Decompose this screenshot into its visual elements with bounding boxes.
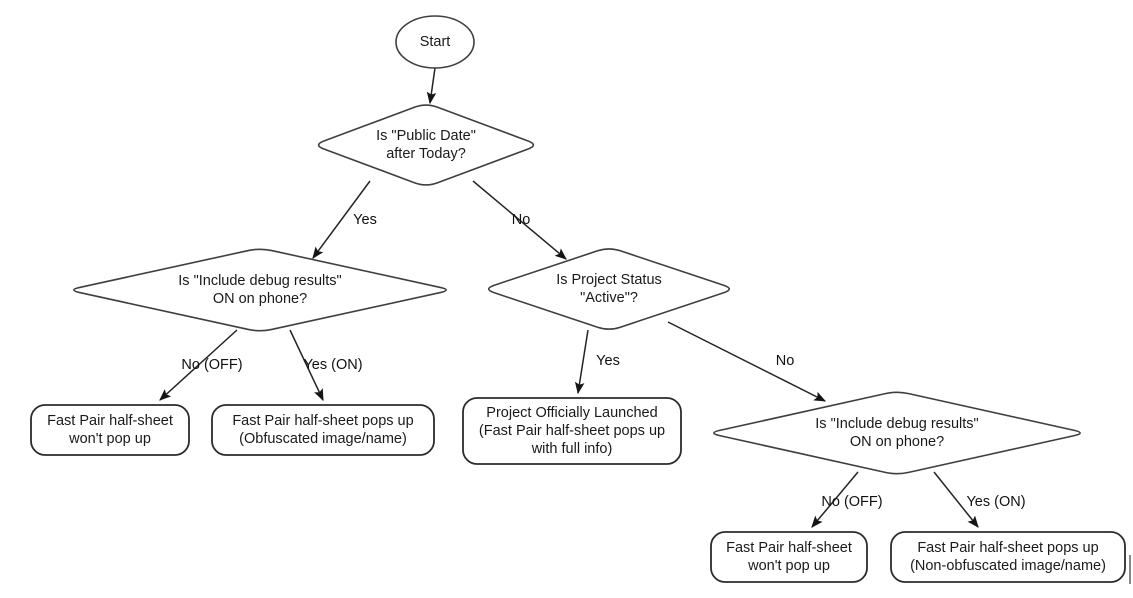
edge-public-date-no: No — [472, 180, 567, 260]
edge-debug-right-yes-on: Yes (ON) — [933, 471, 1026, 528]
edge-debug-left-no-off: No (OFF) — [159, 329, 243, 401]
edge-label: Yes (ON) — [966, 494, 1025, 510]
node-text-line: Project Officially Launched — [486, 405, 657, 421]
node-text-line: won't pop up — [68, 431, 151, 447]
node-text-line: (Obfuscated image/name) — [239, 431, 407, 447]
node-text-line: Is Project Status — [556, 272, 662, 288]
node-officially-launched[interactable]: Project Officially Launched (Fast Pair ha… — [462, 397, 682, 465]
edge-start-to-public-date — [426, 67, 437, 105]
start-ellipse — [395, 15, 475, 69]
decision-diamond — [487, 248, 731, 330]
edge-line — [312, 180, 371, 259]
node-text-line: Is "Include debug results" — [178, 273, 341, 289]
nodes-layer: Start Is "Public Date" after Today? Is "Inc… — [30, 15, 1126, 583]
node-text-line: after Today? — [386, 146, 466, 162]
node-text-line: Fast Pair half-sheet pops up — [917, 540, 1098, 556]
node-no-popup-left[interactable]: Fast Pair half-sheet won't pop up — [30, 404, 190, 456]
node-text-line: Fast Pair half-sheet — [47, 413, 173, 429]
edge-label: Yes (ON) — [303, 357, 362, 373]
terminal-box — [30, 404, 190, 456]
node-text-line: Is "Public Date" — [376, 128, 476, 144]
node-debug-left-decision[interactable]: Is "Include debug results" ON on phone? — [73, 248, 447, 332]
node-text-line: won't pop up — [747, 558, 830, 574]
terminal-box — [462, 397, 682, 465]
node-obfuscated-popup[interactable]: Fast Pair half-sheet pops up (Obfuscated … — [211, 404, 435, 456]
edge-line — [811, 471, 859, 528]
decision-diamond — [713, 391, 1081, 475]
node-text-line: Fast Pair half-sheet — [726, 540, 852, 556]
edge-line — [933, 471, 979, 528]
edge-label: Yes — [596, 353, 620, 369]
node-start[interactable]: Start — [395, 15, 475, 69]
node-no-popup-right[interactable]: Fast Pair half-sheet won't pop up — [710, 531, 868, 583]
node-text-line: Fast Pair half-sheet pops up — [232, 413, 413, 429]
node-text-line: (Fast Pair half-sheet pops up — [479, 423, 665, 439]
edge-public-date-yes: Yes — [312, 180, 377, 259]
edge-line — [667, 321, 827, 402]
node-project-status-decision[interactable]: Is Project Status "Active"? — [487, 248, 731, 330]
edge-project-status-yes: Yes — [574, 329, 620, 395]
edge-label: No (OFF) — [821, 494, 882, 510]
edge-line — [289, 329, 324, 402]
node-debug-right-decision[interactable]: Is "Include debug results" ON on phone? — [713, 391, 1081, 475]
node-text-line: "Active"? — [580, 290, 638, 306]
node-text-line: Is "Include debug results" — [815, 416, 978, 432]
node-text-line: (Non-obfuscated image/name) — [910, 558, 1106, 574]
edge-label: No — [776, 353, 795, 369]
node-public-date-decision[interactable]: Is "Public Date" after Today? — [317, 104, 535, 186]
edge-label: No (OFF) — [181, 357, 242, 373]
edge-label: Yes — [353, 212, 377, 228]
edge-line — [426, 67, 437, 105]
edge-line — [159, 329, 238, 401]
decision-diamond — [317, 104, 535, 186]
edge-line — [574, 329, 589, 395]
node-text-line: ON on phone? — [213, 291, 307, 307]
terminal-box — [211, 404, 435, 456]
edge-label: No — [512, 212, 531, 228]
edge-debug-left-yes-on: Yes (ON) — [289, 329, 363, 402]
decision-diamond — [73, 248, 447, 332]
node-text-line: with full info) — [531, 441, 613, 457]
node-non-obfuscated-popup[interactable]: Fast Pair half-sheet pops up (Non-obfusca… — [890, 531, 1126, 583]
edge-debug-right-no-off: No (OFF) — [811, 471, 883, 528]
node-text-line: Start — [420, 34, 451, 50]
edge-line — [472, 180, 567, 260]
edge-project-status-no: No — [667, 321, 827, 402]
terminal-box — [710, 531, 868, 583]
terminal-box — [890, 531, 1126, 583]
node-text-line: ON on phone? — [850, 434, 944, 450]
